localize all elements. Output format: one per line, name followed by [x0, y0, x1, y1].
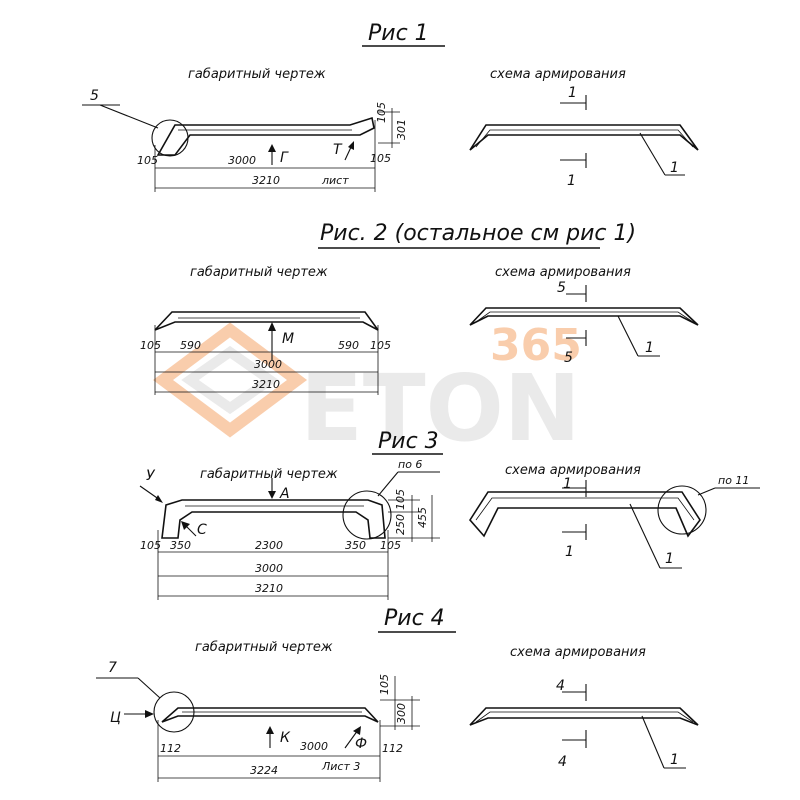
fig4-outline-drawing: 7 Ц К 3000 Ф 105 300 112 112 3224 Лист 3 [96, 660, 420, 782]
fig4-title: Рис 4 [384, 606, 445, 631]
fig1-detail-circle [151, 119, 189, 157]
fig1-dim-left: 105 [137, 154, 158, 167]
fig1-right-subtitle: схема армирования [490, 67, 626, 82]
watermark-365: 365 [490, 320, 582, 371]
fig4-sheet: Лист 3 [321, 760, 360, 773]
fig4-arrow-f: Ф [355, 736, 367, 752]
fig4-right-subtitle: схема армирования [510, 645, 646, 660]
fig2-title: Рис. 2 (остальное см рис 1) [320, 221, 636, 246]
fig4-dim-112b: 112 [382, 742, 403, 755]
figure-1: Рис 1 габаритный чертеж схема армировани… [82, 21, 699, 192]
fig3-arrow-c-icon [181, 521, 197, 537]
fig1-callout: 5 [90, 88, 99, 104]
fig2-arrow-m: М [282, 331, 294, 347]
fig4-reinforcement-drawing: 4 4 1 [469, 678, 699, 770]
fig2-dim-590b: 590 [338, 339, 359, 352]
fig2-left-subtitle: габаритный чертеж [190, 265, 328, 280]
fig4-arrow-f-icon [344, 726, 361, 749]
fig4-v300: 300 [395, 703, 408, 724]
fig4-arrow-k-icon [266, 726, 274, 748]
fig3-arrow-u-icon [139, 485, 163, 503]
fig3-dim-105a: 105 [140, 539, 161, 552]
fig1-v1: 105 [375, 102, 388, 123]
fig2-outline-drawing: 105 590 М 3000 590 105 3210 [140, 311, 391, 395]
fig3-dim-3000: 3000 [255, 562, 283, 575]
fig3-bar-label: 1 [665, 551, 674, 567]
fig2-right-subtitle: схема армирования [495, 265, 631, 280]
fig1-bar-label: 1 [670, 160, 679, 176]
fig3-section-bot: 1 [565, 544, 574, 560]
fig3-v250: 250 [394, 514, 407, 535]
fig2-dim-105b: 105 [370, 339, 391, 352]
fig3-po11: по 11 [718, 474, 749, 487]
watermark-logo-icon [152, 322, 308, 438]
fig4-arrow-k: К [280, 730, 291, 746]
fig3-total: 3210 [255, 582, 283, 595]
fig1-section-top: 1 [568, 85, 577, 101]
fig2-section-bot: 5 [564, 350, 573, 366]
fig4-v105: 105 [378, 674, 391, 695]
fig4-section-top: 4 [556, 678, 565, 694]
fig1-reinforcement-drawing: 1 1 1 [469, 85, 699, 189]
fig3-arrow-c: С [197, 522, 207, 538]
figure-3: Рис 3 габаритный чертеж схема армировани… [139, 429, 760, 600]
fig2-total: 3210 [252, 378, 280, 391]
fig1-title: Рис 1 [368, 21, 429, 46]
fig2-dim-105a: 105 [140, 339, 161, 352]
fig4-left-subtitle: габаритный чертеж [195, 640, 333, 655]
watermark: 365 ETON [152, 320, 582, 462]
fig1-arrow-t: Т [333, 142, 343, 158]
watermark-eton: ETON [300, 355, 581, 462]
fig2-dim-3000: 3000 [254, 358, 282, 371]
fig3-arrow-a: А [279, 486, 290, 502]
fig4-dim-112a: 112 [160, 742, 181, 755]
fig3-v105: 105 [394, 489, 407, 510]
fig3-dim-2300: 2300 [255, 539, 283, 552]
fig3-outline-drawing: У А С по 6 105 250 455 105 350 2300 [139, 458, 440, 600]
fig2-section-top: 5 [557, 280, 566, 296]
fig4-total: 3224 [250, 764, 278, 777]
fig2-reinforcement-drawing: 5 5 1 [469, 280, 699, 366]
fig3-dim-105b: 105 [380, 539, 401, 552]
fig1-dim-mid: 3000 [228, 154, 256, 167]
fig3-detail-circle [342, 490, 392, 540]
fig1-sheet: лист [321, 174, 349, 187]
figure-4: Рис 4 габаритный чертеж схема армировани… [96, 606, 699, 782]
fig3-dim-350a: 350 [170, 539, 191, 552]
fig3-left-subtitle: габаритный чертеж [200, 467, 338, 482]
fig3-reinforcement-drawing: по 11 1 1 1 [469, 474, 760, 569]
fig1-arrow-g: Г [280, 150, 289, 166]
fig2-bar-label: 1 [645, 340, 654, 356]
fig3-right-subtitle: схема армирования [505, 463, 641, 478]
fig3-po6: по 6 [398, 458, 422, 471]
fig3-arrow-u: У [146, 468, 156, 484]
fig2-dim-590a: 590 [180, 339, 201, 352]
fig1-left-subtitle: габаритный чертеж [188, 67, 326, 82]
fig3-title: Рис 3 [378, 429, 439, 454]
fig3-dim-350b: 350 [345, 539, 366, 552]
figure-2: Рис. 2 (остальное см рис 1) габаритный ч… [140, 221, 699, 395]
fig1-dim-right: 105 [370, 152, 391, 165]
fig2-arrow-m-icon [268, 322, 276, 360]
fig1-section-bot: 1 [567, 173, 576, 189]
fig1-outline-drawing: 5 105 3000 Г Т 105 3210 лист 105 301 [82, 88, 408, 192]
fig4-section-bot: 4 [558, 754, 567, 770]
fig3-rebar-detail-circle [657, 485, 707, 535]
fig4-detail-circle [153, 691, 195, 733]
fig1-arrow-t-icon [344, 141, 354, 161]
fig3-v455: 455 [416, 507, 429, 528]
fig3-arrow-a-icon [268, 478, 276, 499]
fig4-arrow-ts-icon [124, 710, 154, 718]
fig4-arrow-ts: Ц [110, 710, 121, 726]
fig1-total: 3210 [252, 174, 280, 187]
fig1-v2: 301 [395, 119, 408, 140]
fig3-section-top: 1 [563, 476, 572, 492]
fig4-callout: 7 [108, 660, 117, 676]
fig1-arrow-g-icon [268, 144, 276, 165]
fig4-bar-label: 1 [670, 752, 679, 768]
fig4-dim-3000: 3000 [300, 740, 328, 753]
